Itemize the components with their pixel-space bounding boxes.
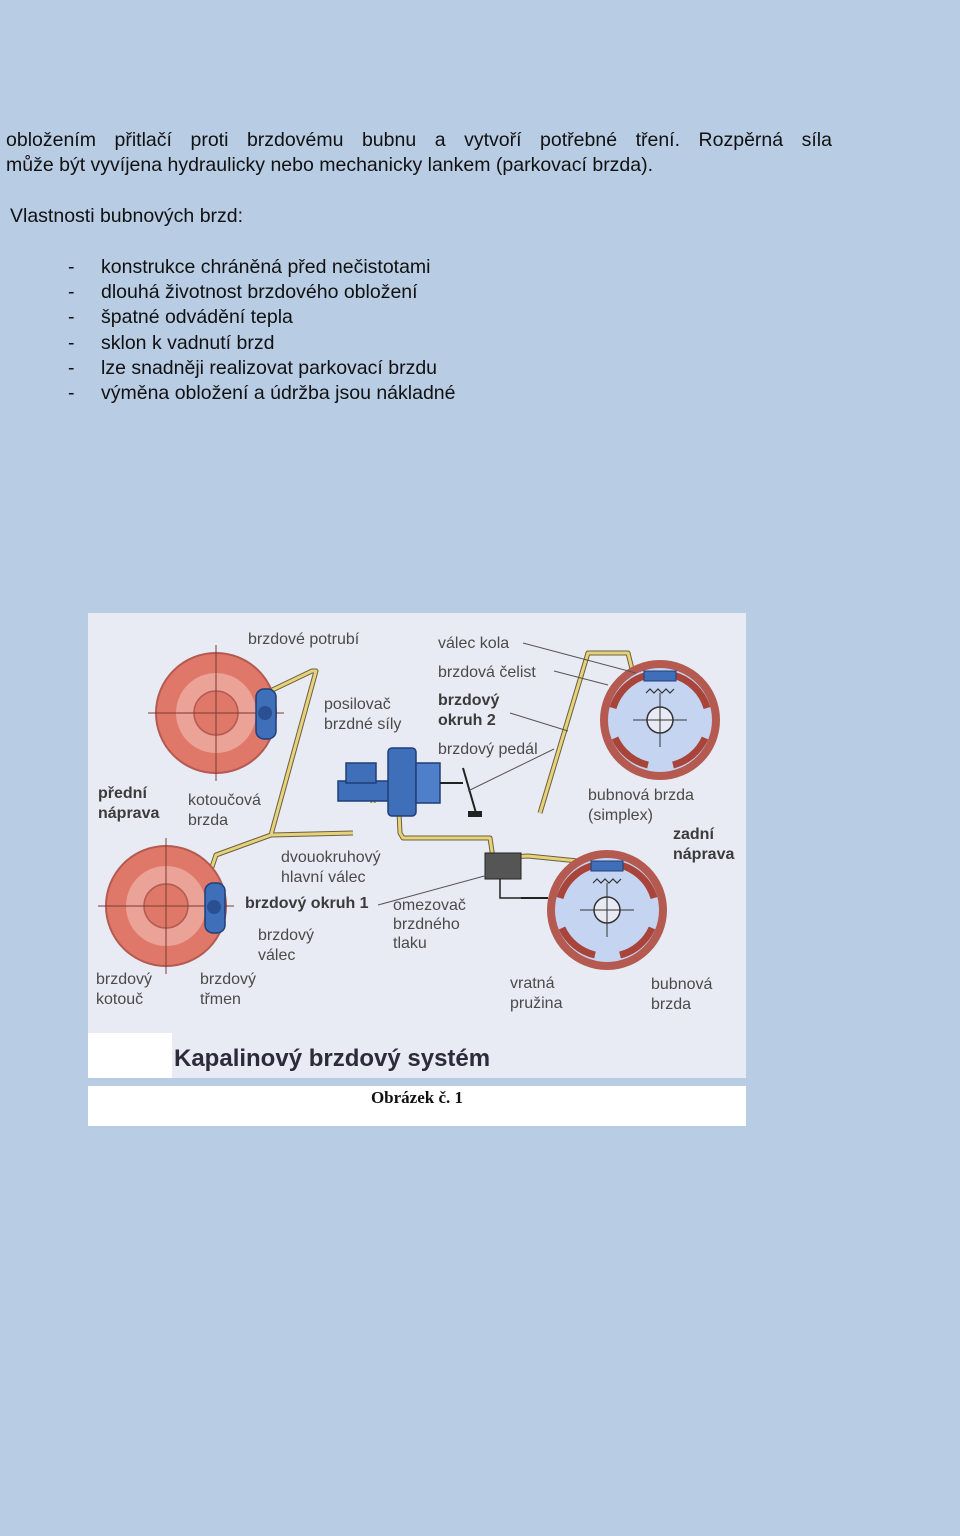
label-kotoucova-a: kotoučová	[188, 792, 261, 809]
list-item: -špatné odvádění tepla	[68, 305, 456, 330]
bullet-dash: -	[68, 256, 75, 278]
label-bubnova-b: brzda	[651, 996, 691, 1013]
front-disc-brake-lower	[98, 838, 234, 974]
bullet-dash: -	[68, 331, 75, 354]
bullet-dash: -	[68, 306, 75, 329]
label-omezovac-b: brzdného	[393, 916, 460, 933]
rear-drum-brake-lower	[547, 850, 667, 970]
caption-box: Obrázek č. 1	[88, 1086, 746, 1126]
properties-list: -konstrukce chráněná před nečistotami -d…	[68, 255, 456, 406]
figure-title: Kapalinový brzdový systém	[174, 1045, 490, 1072]
label-okruh-2-a: brzdový	[438, 692, 499, 709]
label-vratna-b: pružina	[510, 995, 563, 1012]
label-kotoucova-b: brzda	[188, 812, 228, 829]
label-posilovac-a: posilovač	[324, 696, 391, 713]
paragraph-line-1: obložením přitlačí proti brzdovému bubnu…	[6, 129, 832, 151]
label-posilovac-b: brzdné síly	[324, 716, 401, 733]
paragraph-line-2: může být vyvíjena hydraulicky nebo mecha…	[6, 154, 654, 176]
label-zadni-b: náprava	[673, 846, 734, 863]
leader-lines	[377, 642, 637, 906]
label-okruh-1: brzdový okruh 1	[245, 895, 369, 912]
rear-drum-brake-upper	[600, 660, 720, 780]
label-omezovac-c: tlaku	[393, 935, 427, 952]
section-heading: Vlastnosti bubnových brzd:	[10, 205, 244, 227]
label-predni-a: přední	[98, 785, 147, 802]
label-bubnova-simplex-b: (simplex)	[588, 807, 653, 824]
label-brzdovy-trmen-b: třmen	[200, 991, 241, 1008]
master-cylinder-booster	[337, 747, 482, 817]
label-bubnova-simplex-a: bubnová brzda	[588, 787, 694, 804]
label-dvouokruhovy-b: hlavní válec	[281, 869, 366, 886]
label-okruh-2-b: okruh 2	[438, 712, 496, 729]
label-valec-kola: válec kola	[438, 635, 509, 652]
label-zadni-a: zadní	[673, 826, 714, 843]
label-brzdovy-valec-b: válec	[258, 947, 295, 964]
diagram-labels: brzdové potrubí válec kola brzdová čelis…	[96, 631, 734, 1013]
label-brzdovy-pedal: brzdový pedál	[438, 741, 538, 758]
label-vratna-a: vratná	[510, 975, 555, 992]
brake-system-figure: brzdové potrubí válec kola brzdová čelis…	[88, 613, 746, 1078]
brake-system-diagram: brzdové potrubí válec kola brzdová čelis…	[88, 631, 746, 1078]
label-bubnova-a: bubnová	[651, 976, 712, 993]
label-brzdovy-kotouc-a: brzdový	[96, 971, 152, 988]
label-dvouokruhovy-a: dvouokruhový	[281, 849, 381, 866]
list-item: -dlouhá životnost brzdového obložení	[68, 280, 456, 305]
intro-paragraph: obložením přitlačí proti brzdovému bubnu…	[6, 128, 832, 178]
label-predni-b: náprava	[98, 805, 159, 822]
label-brzdovy-kotouc-b: kotouč	[96, 991, 143, 1008]
label-brzdovy-valec-a: brzdový	[258, 927, 314, 944]
bullet-dash: -	[68, 281, 75, 304]
label-brzdove-potrubi: brzdové potrubí	[248, 631, 360, 648]
front-disc-brake-upper	[148, 645, 284, 781]
list-item: -lze snadněji realizovat parkovací brzdu	[68, 356, 456, 381]
title-band	[88, 1033, 746, 1078]
bullet-dash: -	[68, 382, 75, 405]
list-item: -sklon k vadnutí brzd	[68, 331, 456, 356]
list-item: -konstrukce chráněná před nečistotami	[68, 255, 456, 280]
bullet-dash: -	[68, 356, 75, 379]
label-omezovac-a: omezovač	[393, 897, 466, 914]
list-item: -výměna obložení a údržba jsou nákladné	[68, 381, 456, 406]
label-brzdova-celist: brzdová čelist	[438, 664, 536, 681]
label-brzdovy-trmen-a: brzdový	[200, 971, 256, 988]
title-band-left	[88, 1033, 172, 1078]
pressure-limiter	[484, 852, 548, 899]
figure-caption: Obrázek č. 1	[370, 1088, 464, 1107]
